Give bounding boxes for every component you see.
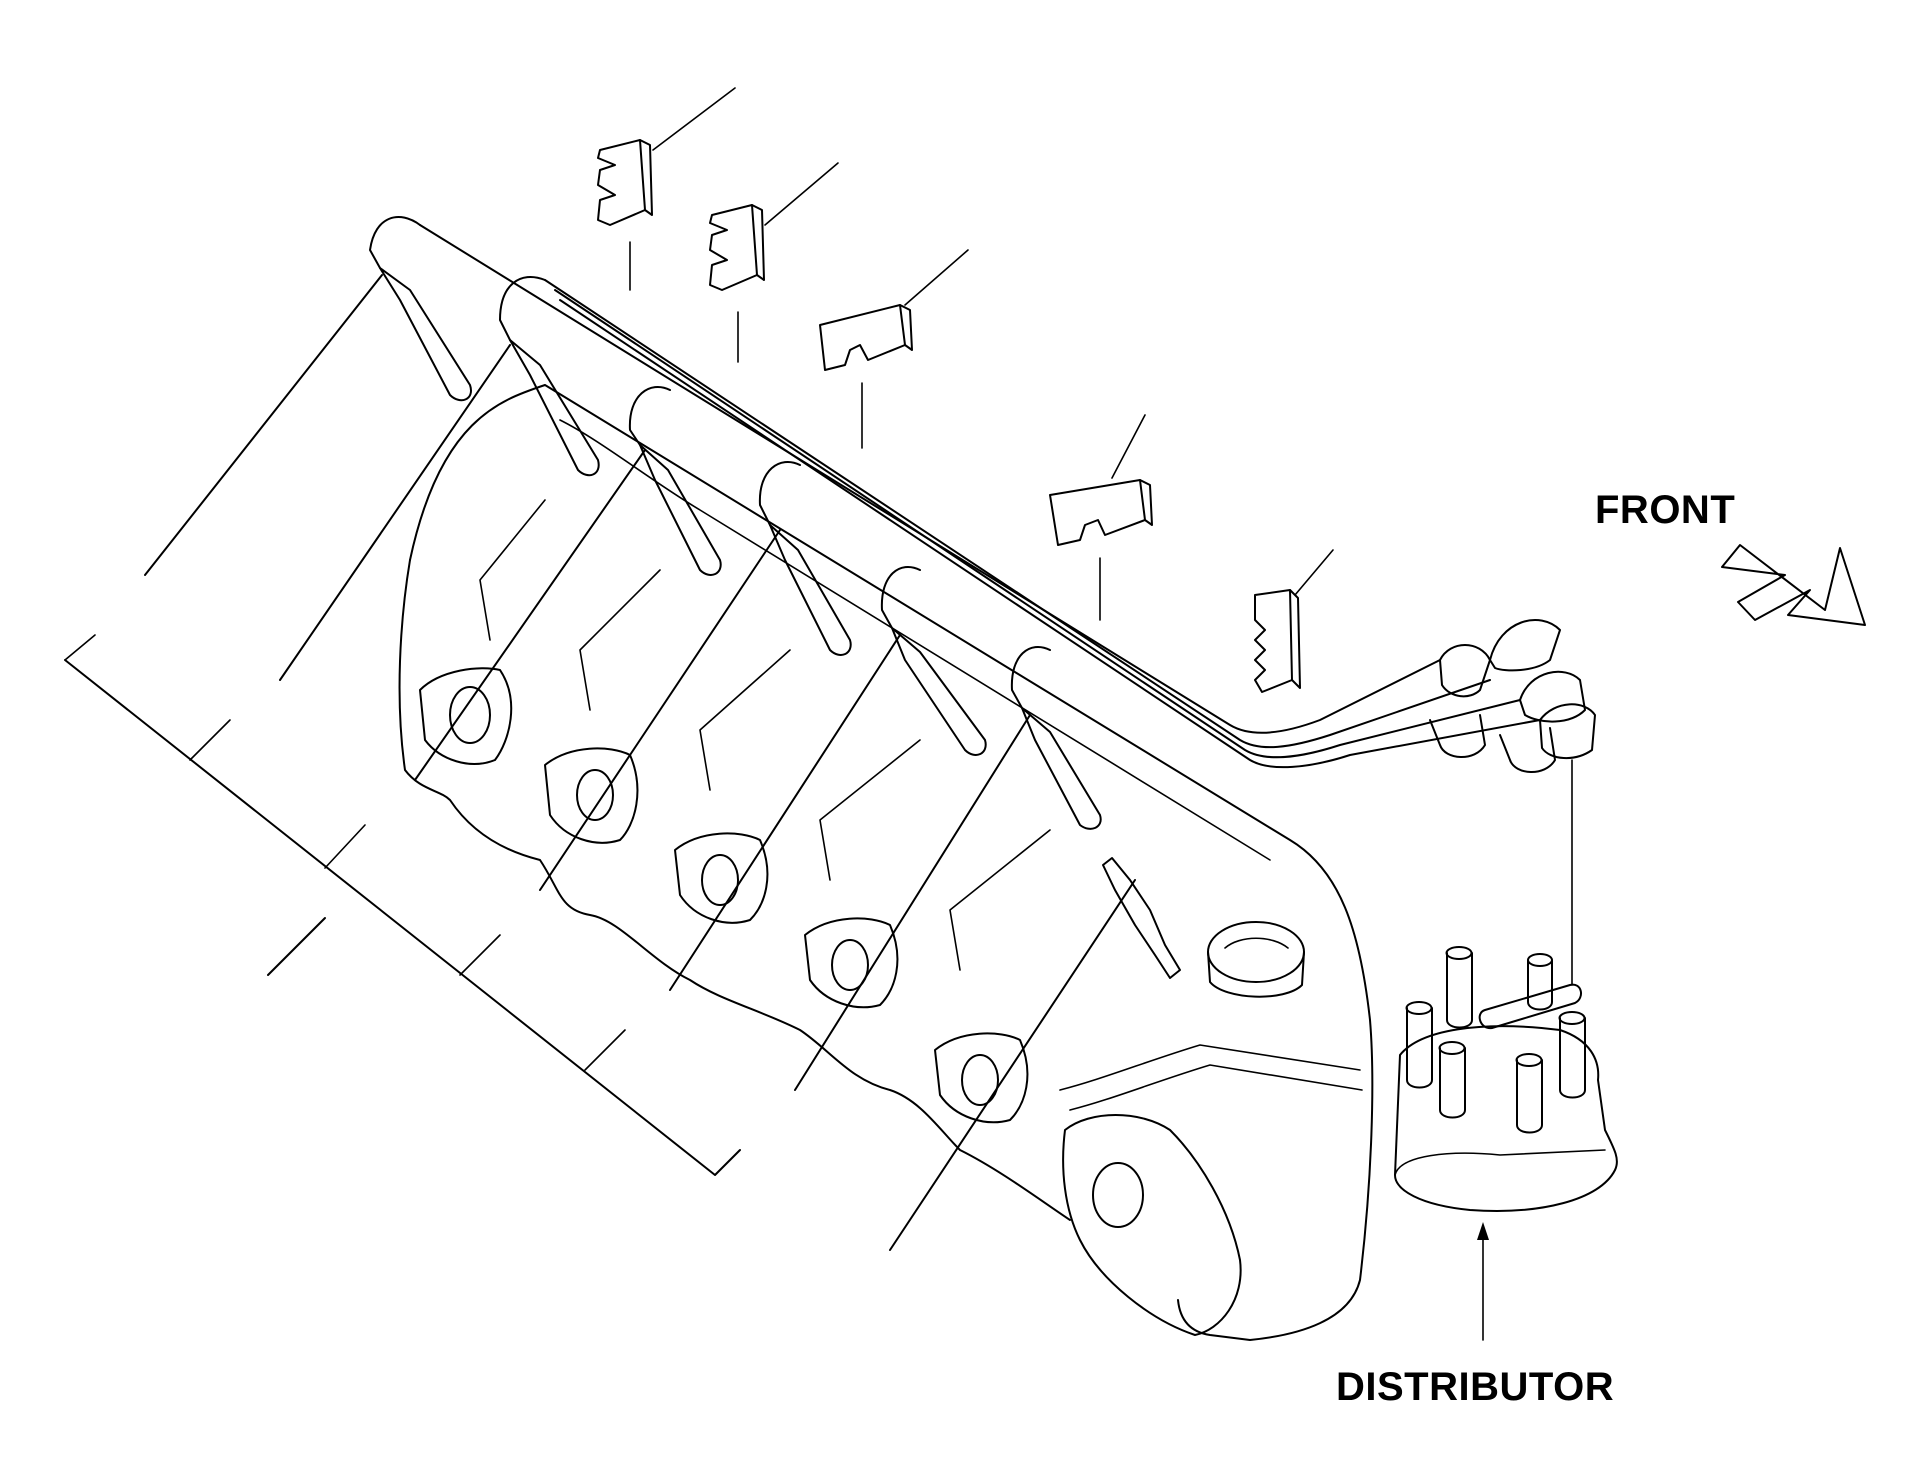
leader-lines <box>64 87 1573 1341</box>
intake-manifold <box>398 384 1374 1341</box>
distributor-label: DISTRIBUTOR <box>1336 1365 1615 1409</box>
front-label: FRONT <box>1595 488 1736 532</box>
spark-plug-wires <box>369 216 1596 979</box>
distributor-cap <box>1394 946 1618 1212</box>
wire-clamps <box>597 139 1301 693</box>
front-arrow-icon <box>1721 544 1866 626</box>
